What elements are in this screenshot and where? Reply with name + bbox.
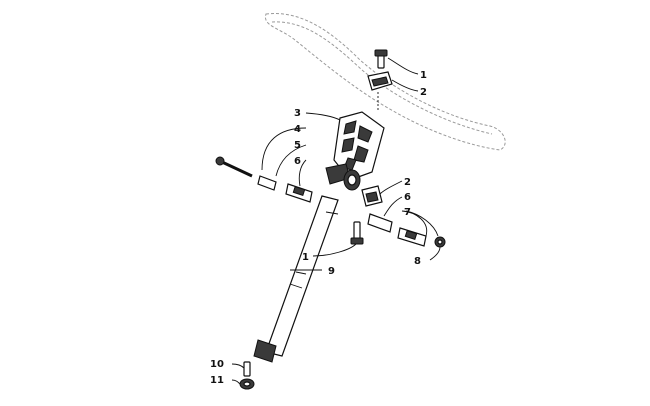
bushing-right bbox=[367, 213, 393, 233]
bushing-7 bbox=[397, 227, 427, 247]
callout-4: 4 bbox=[294, 124, 301, 135]
steering-post-tube bbox=[253, 195, 339, 363]
bushing-left bbox=[285, 183, 313, 203]
handlebar-outline bbox=[264, 12, 506, 151]
callout-11: 11 bbox=[210, 375, 224, 386]
callout-3: 3 bbox=[294, 108, 301, 119]
callout-2-upper: 2 bbox=[420, 87, 427, 98]
callout-8: 8 bbox=[414, 256, 421, 267]
pivot-shaft bbox=[325, 163, 361, 191]
callout-10: 10 bbox=[210, 359, 224, 370]
spacer bbox=[257, 175, 277, 191]
leader-lines bbox=[231, 57, 441, 385]
upper-clamp-cap bbox=[367, 71, 393, 112]
callout-6-left: 6 bbox=[294, 156, 301, 167]
callout-7: 7 bbox=[404, 207, 411, 218]
steering-post-bracket bbox=[333, 111, 385, 181]
callout-9: 9 bbox=[328, 266, 335, 277]
nut bbox=[434, 236, 446, 248]
long-bolt bbox=[215, 156, 253, 178]
callout-2-lower: 2 bbox=[404, 177, 411, 188]
bottom-washer bbox=[239, 378, 255, 390]
bottom-bolt bbox=[243, 361, 251, 377]
lower-clamp-cap bbox=[361, 185, 383, 207]
lower-bolt bbox=[350, 221, 364, 245]
callout-1-upper: 1 bbox=[420, 70, 427, 81]
callout-6-right: 6 bbox=[404, 192, 411, 203]
callout-5: 5 bbox=[294, 140, 301, 151]
callout-1-lower: 1 bbox=[302, 252, 309, 263]
upper-bolt bbox=[374, 49, 388, 69]
